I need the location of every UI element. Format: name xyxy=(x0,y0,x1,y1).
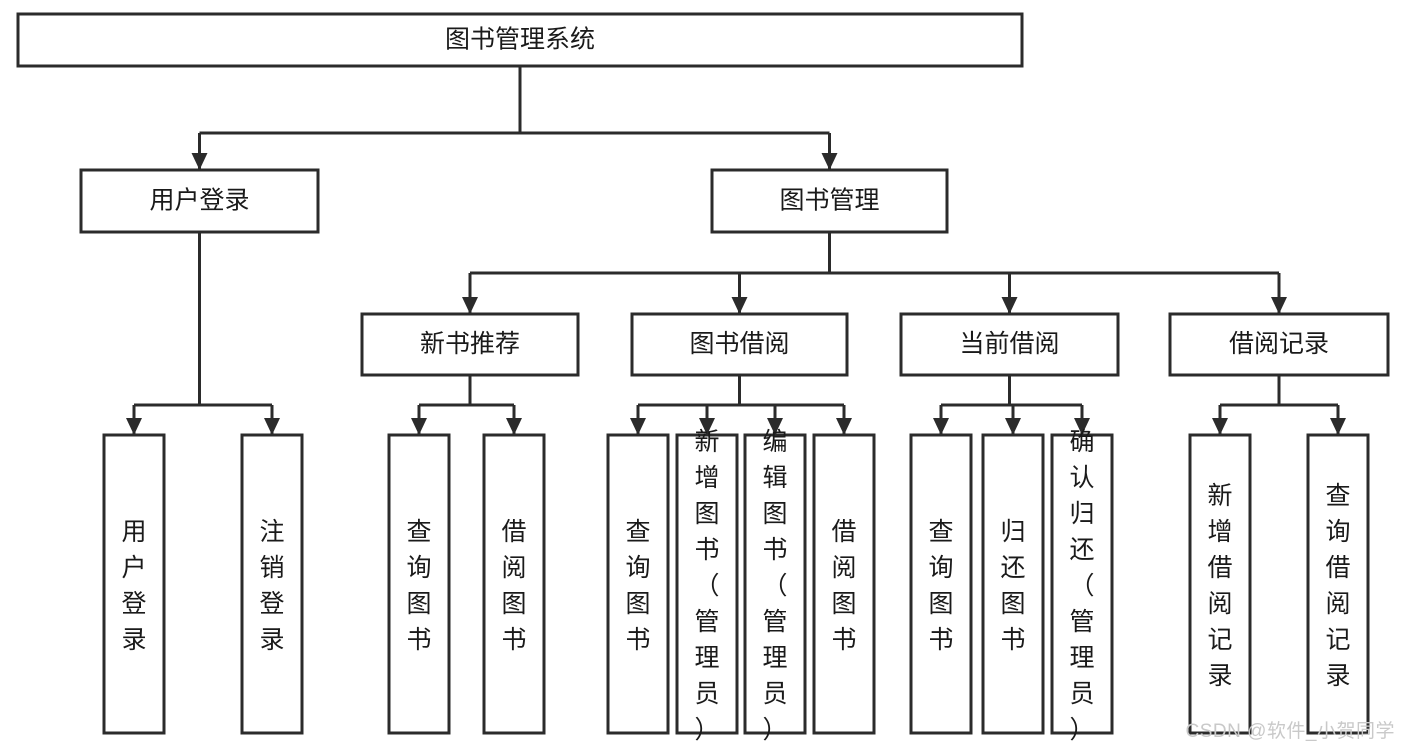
node-n-book-borrow[interactable]: 图书借阅 xyxy=(630,312,849,377)
node-box xyxy=(981,433,1045,735)
connector-layer xyxy=(126,66,1346,435)
arrow-head-icon xyxy=(821,153,838,170)
arrow-head-icon xyxy=(767,418,783,435)
node-l-borrow-book-2[interactable]: 借阅图书 xyxy=(812,433,876,735)
node-l-add-record[interactable]: 新增借阅记录 xyxy=(1188,433,1252,735)
arrow-head-icon xyxy=(126,418,142,435)
node-n-current-borrow[interactable]: 当前借阅 xyxy=(899,312,1120,377)
node-label-vertical: 查询图书 xyxy=(928,518,953,654)
node-label-vertical: 编辑图书（管理员） xyxy=(762,428,787,744)
node-root[interactable]: 图书管理系统 xyxy=(16,12,1024,68)
node-box xyxy=(1050,433,1114,735)
node-label: 用户登录 xyxy=(149,187,249,215)
node-label: 当前借阅 xyxy=(959,330,1059,358)
node-label-vertical: 新增借阅记录 xyxy=(1207,482,1232,690)
connector-group xyxy=(933,375,1090,435)
node-label: 借阅记录 xyxy=(1229,330,1329,358)
connector-group xyxy=(126,232,280,435)
connector-group xyxy=(1212,375,1346,435)
node-label-vertical: 归还图书 xyxy=(1000,518,1025,654)
arrow-head-icon xyxy=(1212,418,1228,435)
node-label: 图书管理系统 xyxy=(445,26,595,54)
node-l-query-book-1[interactable]: 查询图书 xyxy=(387,433,451,735)
node-box xyxy=(606,433,670,735)
node-label-vertical: 借阅图书 xyxy=(831,518,856,654)
node-label-vertical: 注销登录 xyxy=(259,518,284,654)
node-l-query-record[interactable]: 查询借阅记录 xyxy=(1306,433,1370,735)
node-label-vertical: 查询图书 xyxy=(406,518,431,654)
node-l-user-login[interactable]: 用户登录 xyxy=(102,433,166,735)
node-n-borrow-record[interactable]: 借阅记录 xyxy=(1168,312,1390,377)
arrow-head-icon xyxy=(699,418,715,435)
arrow-head-icon xyxy=(933,418,949,435)
node-box xyxy=(1188,433,1252,735)
arrow-head-icon xyxy=(411,418,427,435)
node-l-borrow-book-1[interactable]: 借阅图书 xyxy=(482,433,546,735)
arrow-head-icon xyxy=(1005,418,1021,435)
node-label-vertical: 查询图书 xyxy=(625,518,650,654)
arrow-head-icon xyxy=(1271,297,1287,314)
arrow-head-icon xyxy=(462,297,478,314)
node-box xyxy=(630,312,849,377)
node-label: 图书借阅 xyxy=(689,330,789,358)
connector-group xyxy=(630,375,852,435)
node-n-user-login[interactable]: 用户登录 xyxy=(79,168,320,234)
connector-group xyxy=(462,232,1287,314)
node-label-vertical: 用户登录 xyxy=(121,518,146,654)
node-box xyxy=(1306,433,1370,735)
arrow-head-icon xyxy=(264,418,280,435)
node-l-return-book[interactable]: 归还图书 xyxy=(981,433,1045,735)
node-box xyxy=(899,312,1120,377)
node-box xyxy=(1168,312,1390,377)
node-box xyxy=(482,433,546,735)
node-l-confirm-return[interactable]: 确认归还（管理员） xyxy=(1050,428,1114,744)
node-layer: 图书管理系统用户登录图书管理新书推荐图书借阅当前借阅借阅记录用户登录注销登录查询… xyxy=(16,12,1390,744)
node-box xyxy=(16,12,1024,68)
node-box xyxy=(240,433,304,735)
node-l-add-book[interactable]: 新增图书（管理员） xyxy=(675,428,739,744)
node-label: 新书推荐 xyxy=(420,330,520,358)
arrow-head-icon xyxy=(731,297,748,314)
arrow-head-icon xyxy=(1074,418,1090,435)
node-box xyxy=(387,433,451,735)
node-label-vertical: 查询借阅记录 xyxy=(1325,482,1350,690)
node-box xyxy=(743,433,807,735)
node-label-vertical: 借阅图书 xyxy=(501,518,526,654)
node-box xyxy=(360,312,580,377)
node-l-query-book-2[interactable]: 查询图书 xyxy=(606,433,670,735)
node-box xyxy=(710,168,949,234)
connector-group xyxy=(191,66,838,170)
arrow-head-icon xyxy=(1001,297,1018,314)
node-n-book-manage[interactable]: 图书管理 xyxy=(710,168,949,234)
connector-group xyxy=(411,375,522,435)
node-box xyxy=(909,433,973,735)
node-l-query-book-3[interactable]: 查询图书 xyxy=(909,433,973,735)
arrow-head-icon xyxy=(836,418,852,435)
node-box xyxy=(102,433,166,735)
node-box xyxy=(79,168,320,234)
node-l-user-logout[interactable]: 注销登录 xyxy=(240,433,304,735)
node-l-edit-book[interactable]: 编辑图书（管理员） xyxy=(743,428,807,744)
node-label: 图书管理 xyxy=(779,187,879,215)
node-label-vertical: 确认归还（管理员） xyxy=(1069,428,1094,744)
arrow-head-icon xyxy=(191,153,208,170)
arrow-head-icon xyxy=(1330,418,1346,435)
node-box xyxy=(812,433,876,735)
arrow-head-icon xyxy=(630,418,646,435)
node-box xyxy=(675,433,739,735)
arrow-head-icon xyxy=(506,418,522,435)
node-n-new-book-rec[interactable]: 新书推荐 xyxy=(360,312,580,377)
node-label-vertical: 新增图书（管理员） xyxy=(694,428,719,744)
